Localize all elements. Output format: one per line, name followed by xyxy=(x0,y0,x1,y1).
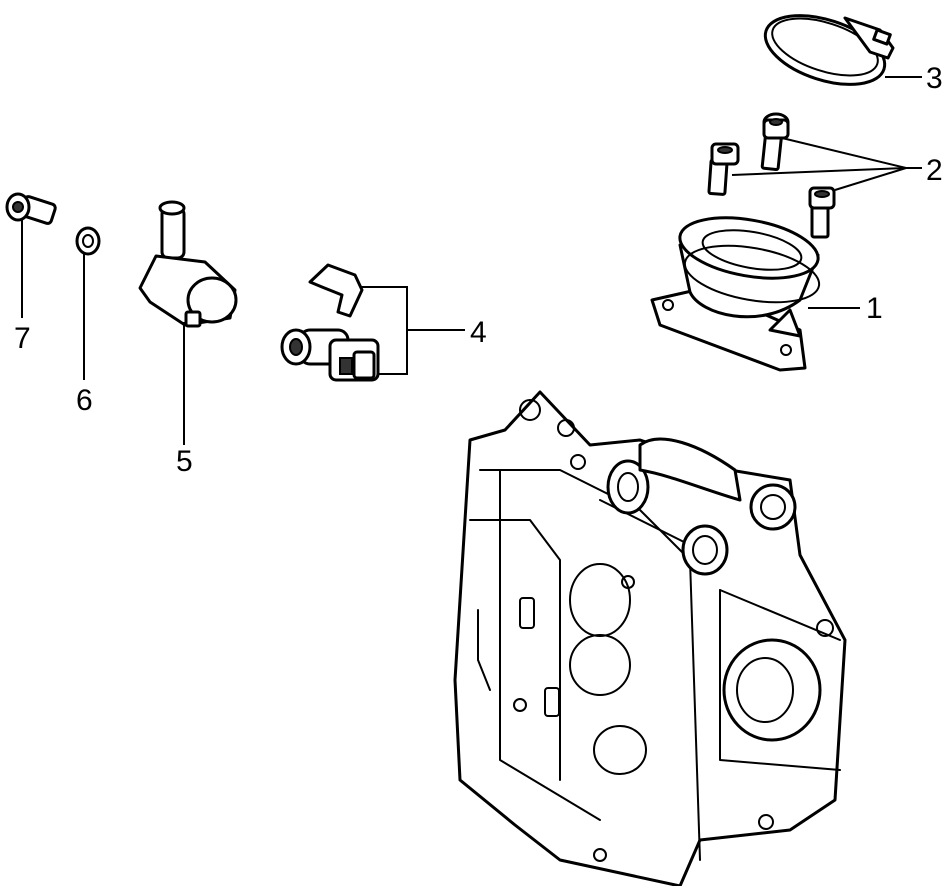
washer xyxy=(75,226,101,256)
fuel-injector xyxy=(280,328,380,382)
callout-2: 2 xyxy=(926,154,943,187)
injector-clip xyxy=(308,263,364,318)
callout-4: 4 xyxy=(470,316,487,349)
leader-lines xyxy=(21,76,922,445)
hose-clamp xyxy=(763,14,895,86)
callout-3: 3 xyxy=(926,62,943,95)
callout-7: 7 xyxy=(14,322,31,355)
callout-1: 1 xyxy=(866,292,883,325)
intake-manifold xyxy=(650,216,821,372)
callout-6: 6 xyxy=(76,384,93,417)
bolt-right xyxy=(808,186,836,239)
bolt-top xyxy=(760,112,790,172)
callout-5: 5 xyxy=(176,445,193,478)
small-bolt xyxy=(5,192,57,225)
bolt-left xyxy=(707,142,740,196)
cylinder-head xyxy=(453,390,847,886)
sensor xyxy=(138,200,238,328)
